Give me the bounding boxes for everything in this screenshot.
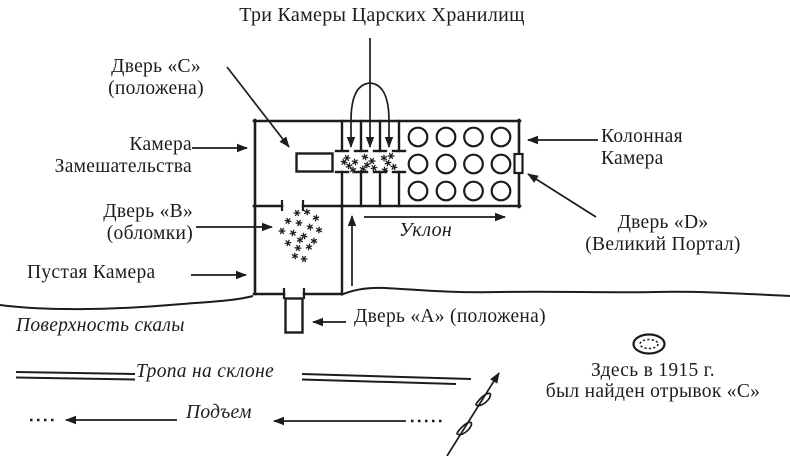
door-d-arrow — [527, 173, 597, 218]
door-b-label: Дверь «В» (обломки) — [32, 201, 193, 245]
confusion-line2: Замешательства — [54, 156, 192, 177]
rock-surface-label: Поверхность скалы — [16, 315, 185, 336]
store-chamber-partitions — [334, 119, 407, 296]
door-c-arrow — [226, 66, 290, 148]
door-c-label: Дверь «С» (положена) — [76, 56, 236, 100]
empty-chamber-label: Пустая Камера — [27, 262, 156, 283]
three-chambers-trident-arrows — [346, 38, 394, 148]
door-c-line1: Дверь «С» — [111, 56, 201, 77]
found-note-line1: Здесь в 1915 г. — [591, 360, 715, 381]
confusion-line1: Камера — [129, 134, 192, 155]
label-arrows — [191, 66, 598, 327]
door-b-line1: Дверь «В» — [103, 201, 193, 222]
slope-label: Уклон — [399, 219, 453, 241]
door-b-line2: (обломки) — [106, 223, 193, 244]
door-d-portal — [513, 152, 524, 175]
confusion-chamber-label: Камера Замешательства — [8, 134, 192, 178]
debris-store-chamber-2 — [358, 152, 380, 174]
hillside-path-lines — [15, 371, 472, 385]
plan-outer-walls — [252, 118, 522, 296]
door-d-label: Дверь «D» (Великий Портал) — [558, 212, 768, 256]
door-a-label: Дверь «А» (положена) — [354, 306, 546, 327]
broken-path-arrow — [446, 372, 500, 456]
found-note-line2: был найден отрывок «С» — [545, 381, 761, 402]
columned-line1: Колонная — [601, 126, 683, 147]
door-c-slab — [295, 152, 334, 173]
door-d-line1: Дверь «D» — [617, 212, 709, 233]
ascent-arrows — [30, 415, 446, 426]
figure-title: Три Камеры Царских Хранилищ — [239, 4, 525, 26]
door-a-slab — [284, 297, 304, 334]
debris-store-chamber-3 — [378, 152, 399, 175]
debris-door-b — [277, 207, 325, 265]
columned-line2: Камера — [601, 148, 664, 169]
found-note: Здесь в 1915 г. был найден отрывок «С» — [512, 360, 790, 402]
hillside-path-label: Тропа на склоне — [136, 361, 275, 382]
door-c-line2: (положена) — [108, 78, 204, 99]
rock-surface-line — [0, 286, 790, 311]
columned-chamber-label: Колонная Камера — [601, 126, 683, 170]
found-spot-oval — [632, 333, 666, 355]
door-d-line2: (Великий Портал) — [585, 234, 741, 255]
door-jamb-ticks — [280, 200, 306, 299]
ascent-label: Подъем — [186, 402, 252, 423]
column-grid — [407, 126, 512, 202]
